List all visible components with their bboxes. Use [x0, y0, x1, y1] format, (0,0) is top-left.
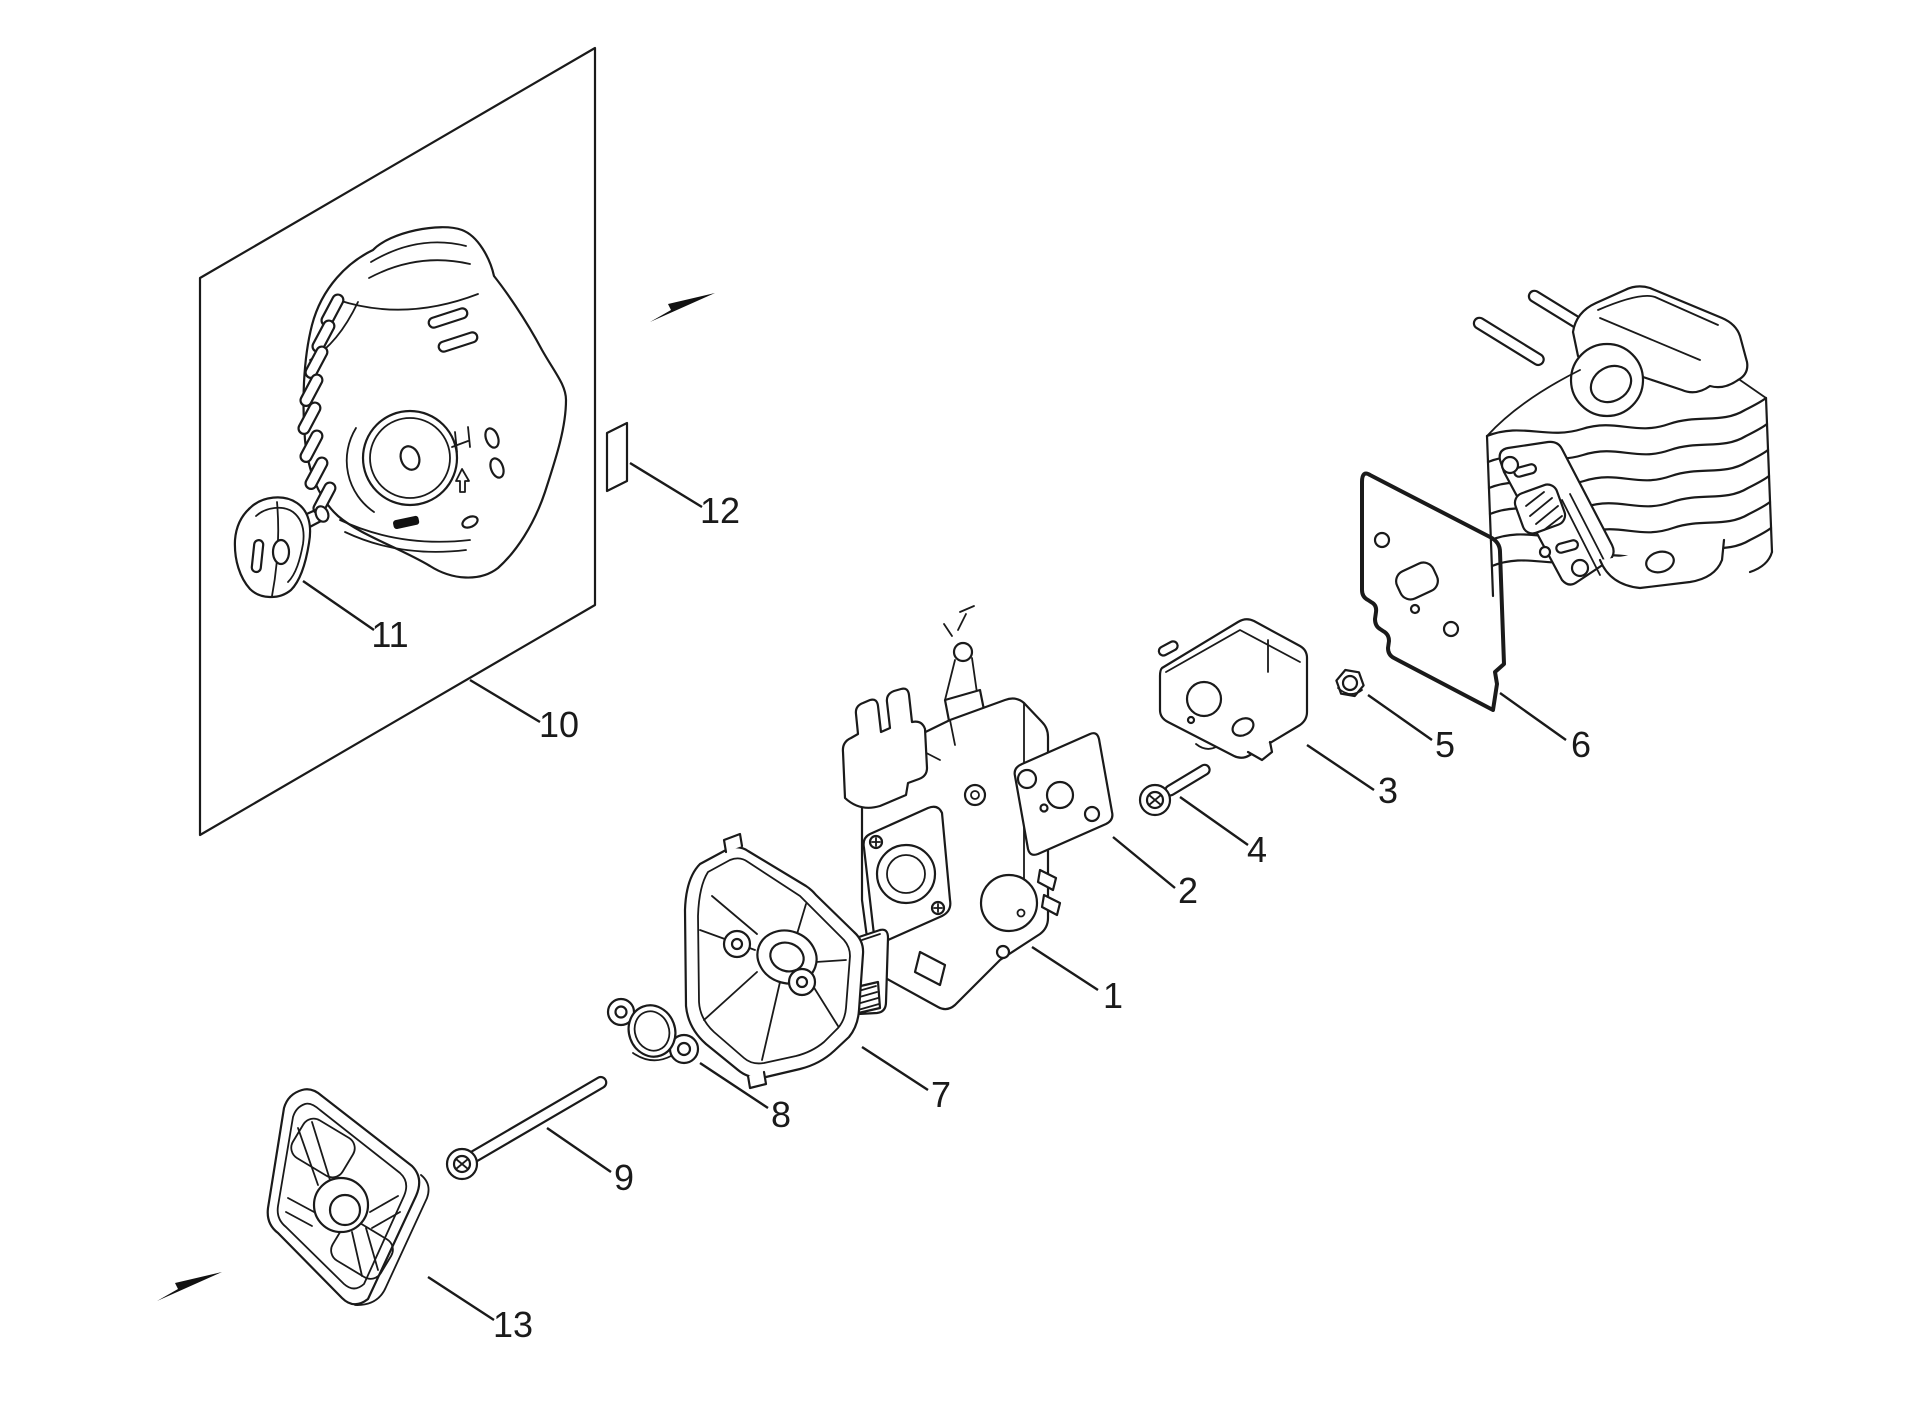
intake-insulator-drawing [1157, 618, 1309, 762]
direction-arrow-icon-top [650, 293, 715, 322]
callout-labels: 1 2 3 4 5 6 7 8 9 10 11 12 13 [371, 490, 1591, 1345]
engine-cover-drawing [297, 226, 568, 579]
long-screw-drawing [445, 1075, 608, 1181]
cylinder-assembly-drawing [1472, 285, 1774, 598]
leader-6 [1499, 692, 1567, 741]
air-cleaner-case-drawing [683, 832, 890, 1090]
leader-2 [1112, 836, 1176, 889]
leader-5 [1367, 694, 1433, 741]
choke-shutter-drawing [606, 997, 700, 1065]
callout-2[interactable]: 2 [1178, 870, 1198, 911]
callout-4[interactable]: 4 [1247, 829, 1267, 870]
callout-5[interactable]: 5 [1435, 724, 1455, 765]
carburetor-drawing [841, 605, 1062, 1011]
label-sticker-drawing [605, 421, 629, 493]
callout-12[interactable]: 12 [700, 490, 740, 531]
carburetor-top-linkage [943, 605, 987, 728]
leader-lines [302, 461, 1567, 1322]
callout-13[interactable]: 13 [493, 1304, 533, 1345]
cylinder-gasket-plate-drawing [1360, 471, 1506, 712]
leader-7 [861, 1045, 929, 1092]
cylinder-fins [1485, 396, 1774, 598]
leader-10 [469, 678, 541, 724]
cylinder-exhaust-flange [1498, 440, 1615, 586]
callout-11[interactable]: 11 [371, 614, 408, 655]
callout-10[interactable]: 10 [539, 704, 579, 745]
callout-3[interactable]: 3 [1378, 770, 1398, 811]
up-arrow-icon [455, 468, 470, 493]
leader-1 [1031, 945, 1099, 992]
direction-arrow-icon-bottom [157, 1272, 222, 1301]
callout-7[interactable]: 7 [931, 1074, 951, 1115]
leader-3 [1306, 744, 1375, 791]
leader-13 [427, 1275, 495, 1322]
callout-6[interactable]: 6 [1571, 724, 1591, 765]
socket-head-screw-drawing [1138, 763, 1211, 817]
callout-1[interactable]: 1 [1103, 975, 1123, 1016]
cover-knob-drawing [233, 496, 330, 599]
leader-4 [1179, 796, 1249, 846]
carburetor-gasket-drawing [1013, 732, 1114, 856]
leader-11 [302, 580, 375, 631]
primer-pump-dome [979, 873, 1039, 933]
carburetor-mount-bracket [841, 687, 929, 809]
callout-9[interactable]: 9 [614, 1157, 634, 1198]
panel-outline [198, 46, 597, 837]
air-cleaner-cover-drawing [266, 1088, 430, 1306]
leader-12 [629, 461, 703, 509]
callout-8[interactable]: 8 [771, 1094, 791, 1135]
leader-9 [546, 1127, 612, 1173]
cover-louvers [297, 293, 505, 515]
hex-nut-drawing [1335, 668, 1365, 698]
leader-8 [699, 1061, 769, 1110]
choke-symbol-icon [451, 426, 471, 453]
brand-emboss [393, 515, 420, 530]
